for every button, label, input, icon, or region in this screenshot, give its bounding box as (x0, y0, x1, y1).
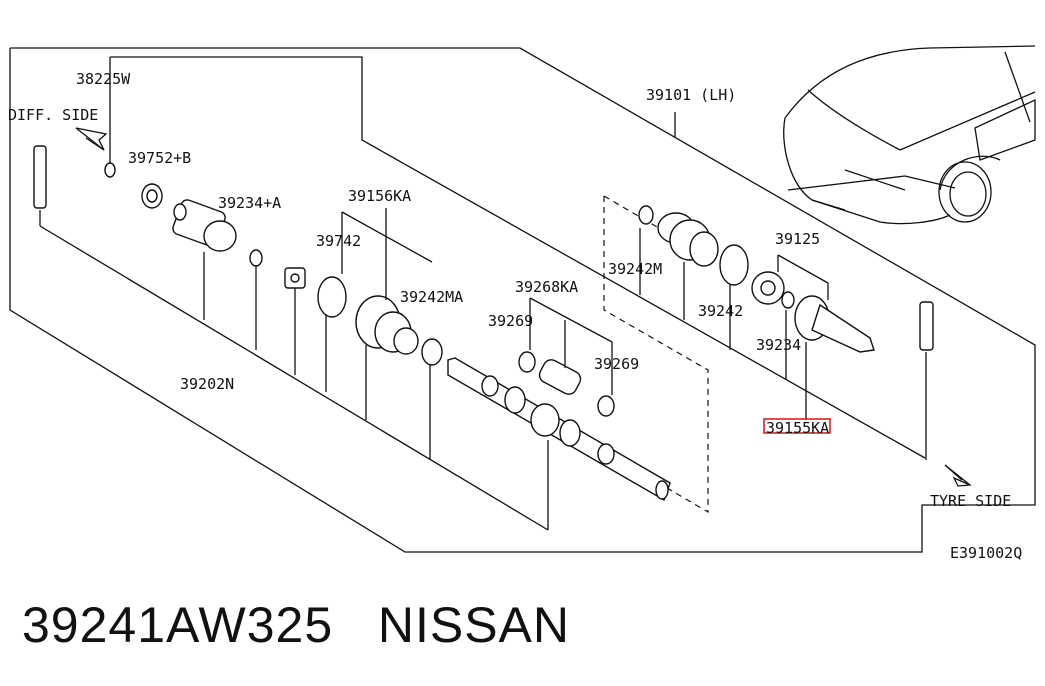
circlip-39234 (781, 291, 795, 309)
label-39269-top: 39269 (488, 312, 533, 330)
outer-joint-39155ka (794, 295, 875, 353)
diff-side-stub-shaft (33, 145, 47, 209)
label-diff-side: DIFF. SIDE (8, 106, 98, 124)
diff-side-arrow-icon (75, 127, 108, 151)
boot-39241 (657, 212, 719, 267)
label-39268ka: 39268KA (515, 278, 578, 296)
boot-band-39242 (719, 244, 749, 286)
leader-lines (203, 112, 927, 530)
housing-39202n (172, 199, 237, 252)
label-39234a: 39234+A (218, 194, 281, 212)
part-number: 39241AW325 (22, 597, 334, 653)
label-tyre-side: TYRE SIDE (930, 492, 1011, 510)
exploded-parts-diagram: 38225W DIFF. SIDE 39752+B 39234+A 39156K… (8, 45, 1036, 562)
drive-shaft (447, 357, 671, 502)
boot-band-39242m (638, 205, 654, 225)
label-39242m: 39242M (608, 260, 662, 278)
brand-name: NISSAN (377, 597, 571, 653)
label-39242ma: 39242MA (400, 288, 463, 306)
label-39155ka: 39155KA (766, 419, 829, 437)
label-39234: 39234 (756, 336, 801, 354)
circlip-38225w (104, 162, 116, 178)
boot-kit-outline (601, 196, 709, 514)
part-caption: 39241AW325 NISSAN (22, 596, 570, 654)
label-39156ka: 39156KA (348, 187, 411, 205)
label-39125: 39125 (775, 230, 820, 248)
label-ref-code: E391002Q (950, 544, 1022, 562)
damper-band-39269-left (518, 351, 536, 373)
label-39101: 39101 (LH) (646, 86, 736, 104)
label-39269-bottom: 39269 (594, 355, 639, 373)
snap-ring-39234a (249, 249, 263, 267)
boot-39156ka (355, 295, 419, 355)
damper-band-39269-right (597, 395, 615, 417)
label-39202n: 39202N (180, 375, 234, 393)
boot-band-39242ma (421, 338, 443, 366)
assembly-bracket (110, 56, 926, 459)
label-39742: 39742 (316, 232, 361, 250)
spider-assembly (284, 267, 306, 289)
label-39242: 39242 (698, 302, 743, 320)
dynamic-damper-39268ka (538, 359, 582, 395)
label-39752b: 39752+B (128, 149, 191, 167)
tyre-side-stub-shaft (919, 301, 934, 351)
vehicle-location-sketch (783, 45, 1036, 225)
boot-band-39742 (317, 276, 347, 318)
inner-race-39125 (751, 271, 785, 305)
highlight-box-39155ka (763, 418, 831, 434)
tyre-side-arrow-icon (944, 464, 972, 487)
label-38225w: 38225W (76, 70, 131, 88)
diagram-frame (9, 47, 1036, 553)
